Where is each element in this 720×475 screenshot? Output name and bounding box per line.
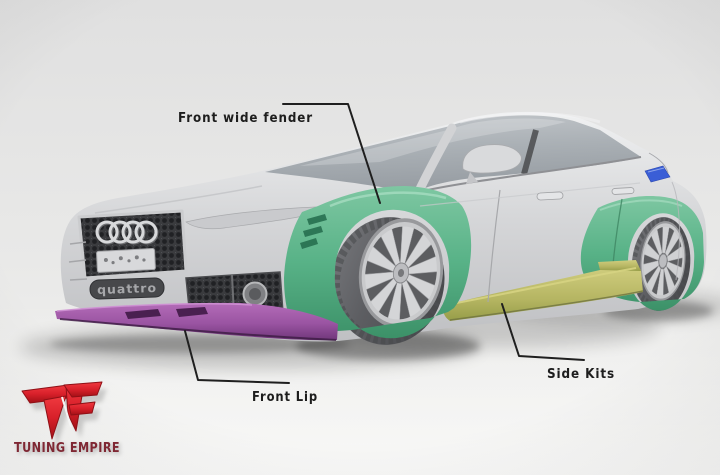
bumper-side-slats [68,241,88,281]
window-sill-trim [413,156,642,194]
quattro-badge: quattro [89,277,165,300]
hood-seam [94,185,263,214]
audi-rings-icon [95,220,159,245]
callout-label-front-wide-fender: Front wide fender [178,110,313,126]
fender-vents [300,214,327,249]
front-wide-fender-part [284,186,472,339]
car-render: quattro [55,111,707,345]
trunk-spoiler-tip-part [644,165,671,183]
front-rim [358,218,444,328]
callout-line-side-kits [501,303,585,361]
front-door-handle [536,191,564,201]
a-pillar [414,123,457,196]
front-grille [77,209,188,280]
brand-name: TUNING EMPIRE [14,441,120,456]
tuning-empire-monogram-icon [21,381,103,440]
front-door-seam [487,189,501,303]
glass-reflection [300,118,566,166]
quattro-badge-text: quattro [97,281,157,297]
rear-wheel [631,217,691,311]
rear-door-handle [611,187,635,195]
front-fender-highlight [329,191,447,208]
side-kit-part [443,260,644,321]
rear-bumper-seam [671,181,680,281]
b-pillar [521,129,539,175]
shoulder-crease [419,182,641,207]
windows-glass [265,115,641,193]
rear-fender-highlight [599,199,683,211]
callout-label-side-kits: Side Kits [547,366,615,382]
callout-line-front-lip [184,330,290,384]
rear-rim [640,221,686,301]
front-wheel [331,217,445,345]
brand-name-shadow: TUNING EMPIRE [16,443,122,458]
side-mirror [462,144,522,184]
roof-highlight [459,112,601,124]
brand-logo: TUNING EMPIRE TUNING EMPIRE [14,381,122,458]
callouts [184,103,585,384]
front-lip-part [55,302,338,341]
license-plate [96,248,156,273]
trunk-seam [648,152,669,174]
callout-line-front-wide-fender [282,103,381,204]
callout-label-front-lip: Front Lip [252,389,318,405]
